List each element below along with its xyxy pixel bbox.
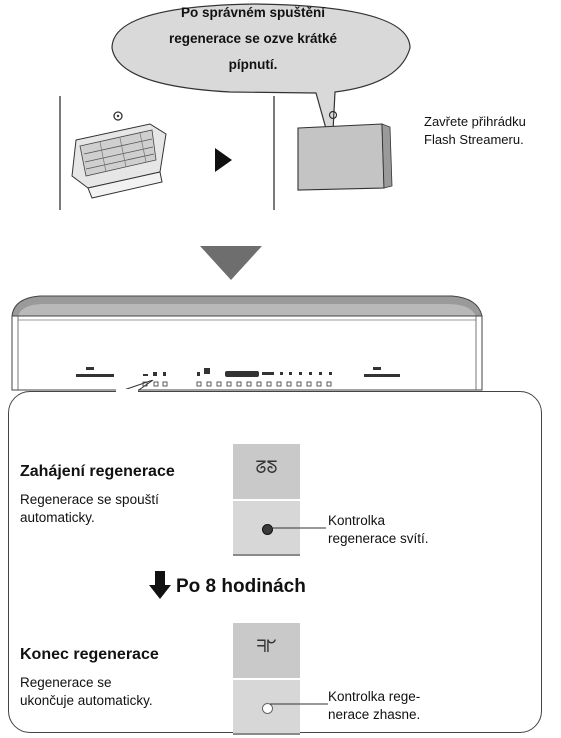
start-indicator-leader [270,527,326,529]
start-indicator-panel: ᘔᘕ [233,444,300,556]
end-note-line-1: Kontrolka rege- [328,689,421,704]
end-indicator-note: Kontrolka rege- nerace zhasne. [328,688,420,724]
regeneration-symbol: ᘔᘕ [255,458,278,477]
speech-bubble-shape [111,3,411,151]
unit-front-panel [11,295,483,391]
start-note-line-2: regenerace svítí. [328,531,429,546]
indicator-lamp-on [262,524,273,535]
end-indicator-leader [270,703,328,705]
lid-symbol [328,110,338,120]
play-arrow-icon [215,148,232,172]
start-indicator-note: Kontrolka regenerace svítí. [328,512,429,548]
down-triangle-icon [200,246,262,280]
closed-streamer-panel [297,123,393,191]
start-note-line-1: Kontrolka [328,513,386,528]
speech-bubble-text: Po správném spuštění regenerace se ozve … [118,0,388,78]
end-title: Konec regenerace [20,646,159,663]
side-line-2: Flash Streameru. [424,132,524,147]
start-description: Regenerace se spouští automaticky. [20,491,159,527]
bubble-line-3: pípnutí. [228,57,278,72]
gear-symbol [113,111,123,121]
start-desc-line-2: automaticky. [20,510,95,525]
panel-notch [116,389,138,393]
indicator-lamp-off [262,703,273,714]
start-desc-line-1: Regenerace se spouští [20,492,159,507]
start-title: Zahájení regenerace [20,463,175,480]
bubble-line-2: regenerace se ozve krátké [168,31,338,46]
end-description: Regenerace se ukončuje automaticky. [20,674,153,710]
end-desc-line-2: ukončuje automaticky. [20,693,153,708]
open-streamer-unit [71,123,167,199]
side-instruction: Zavřete přihrádku Flash Streameru. [424,113,526,149]
end-indicator-panel: ᖷᖸ [233,623,300,735]
regeneration-symbol-end: ᖷᖸ [256,637,277,656]
end-note-line-2: nerace zhasne. [328,707,421,722]
bubble-line-1: Po správném spuštění [180,5,326,20]
end-desc-line-1: Regenerace se [20,675,112,690]
side-line-1: Zavřete přihrádku [424,114,526,129]
down-arrow-icon [149,571,171,599]
after-hours-label: Po 8 hodinách [176,576,306,597]
streamer-illustration [59,96,393,210]
